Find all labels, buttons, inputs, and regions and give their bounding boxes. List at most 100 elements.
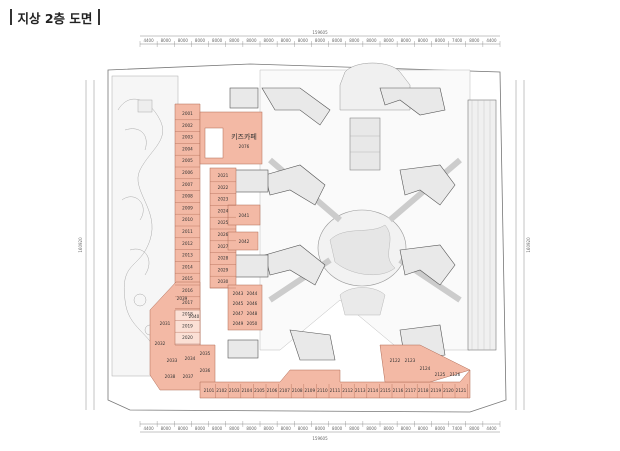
unit-label: 2120 bbox=[443, 388, 454, 393]
unit-label: 2101 bbox=[204, 388, 215, 393]
unit-label: 2102 bbox=[216, 388, 227, 393]
bottom-segment-dim: 8000 bbox=[298, 426, 309, 431]
unit-label: 2018 bbox=[182, 312, 193, 317]
unit-label: 2016 bbox=[182, 288, 193, 293]
unit-label: 2115 bbox=[380, 388, 391, 393]
unit-label: 2047 bbox=[233, 311, 244, 316]
unit-label: 2031 bbox=[160, 321, 171, 326]
bottom-segment-dim: 8000 bbox=[469, 426, 480, 431]
title-bar-right bbox=[98, 9, 100, 25]
unit-label: 2029 bbox=[218, 267, 229, 272]
top-segment-dim: 8000 bbox=[366, 38, 377, 43]
unit-label: 2003 bbox=[182, 135, 193, 140]
unit-label: 2046 bbox=[247, 301, 258, 306]
unit-label: 2104 bbox=[241, 388, 252, 393]
bottom-segment-dim: 7400 bbox=[452, 426, 463, 431]
right-dimension-chain: 160920 bbox=[515, 80, 531, 410]
unit-label: 2037 bbox=[183, 374, 194, 379]
unit-label: 2013 bbox=[182, 253, 193, 258]
unit-label: 2119 bbox=[430, 388, 441, 393]
title-bar-left bbox=[10, 9, 12, 25]
unit-label: 2017 bbox=[182, 300, 193, 305]
top-segment-dim: 8000 bbox=[383, 38, 394, 43]
unit-label: 2108 bbox=[292, 388, 303, 393]
residential-towers bbox=[227, 87, 456, 361]
unit-label: 2123 bbox=[405, 358, 416, 363]
unit-label: 2007 bbox=[182, 182, 193, 187]
unit-label: 2124 bbox=[420, 366, 431, 371]
left-total-dim: 160920 bbox=[78, 237, 83, 253]
bottom-segment-dim: 8000 bbox=[366, 426, 377, 431]
commercial-units bbox=[149, 103, 471, 399]
unit-label: 2002 bbox=[182, 123, 193, 128]
top-total-dim: 159605 bbox=[312, 30, 328, 35]
bottom-segment-dim: 8000 bbox=[435, 426, 446, 431]
kids-cafe-label: 키즈카페 bbox=[231, 132, 257, 141]
unit-label: 2033 bbox=[167, 358, 178, 363]
top-segment-dim: 4400 bbox=[143, 38, 154, 43]
unit-label: 2010 bbox=[182, 217, 193, 222]
unit-label: 2004 bbox=[182, 146, 193, 151]
bottom-segment-dim: 4400 bbox=[486, 426, 497, 431]
top-segment-dim: 8000 bbox=[161, 38, 172, 43]
unit-label: 2030 bbox=[218, 279, 229, 284]
bottom-segment-dim: 8000 bbox=[281, 426, 292, 431]
unit-label: 2049 bbox=[233, 321, 244, 326]
unit-label: 2114 bbox=[367, 388, 378, 393]
bottom-segment-dim: 8000 bbox=[349, 426, 360, 431]
bottom-segment-dim: 8000 bbox=[263, 426, 274, 431]
unit-label: 2118 bbox=[418, 388, 429, 393]
top-segment-dim: 8000 bbox=[401, 38, 412, 43]
kids-cafe-number: 2076 bbox=[239, 144, 250, 149]
unit-label: 2043 bbox=[233, 291, 244, 296]
unit-label: 2048 bbox=[247, 311, 258, 316]
bottom-segment-dim: 8000 bbox=[178, 426, 189, 431]
unit-label: 2125 bbox=[435, 372, 446, 377]
unit-label: 2020 bbox=[182, 335, 193, 340]
unit-label: 2021 bbox=[218, 173, 229, 178]
unit-label: 2011 bbox=[182, 229, 193, 234]
unit-label: 2109 bbox=[304, 388, 315, 393]
top-segment-dim: 8000 bbox=[315, 38, 326, 43]
unit-label: 2041 bbox=[239, 213, 250, 218]
unit-label: 2121 bbox=[456, 388, 467, 393]
top-segment-dim: 8000 bbox=[469, 38, 480, 43]
top-segment-dim: 8000 bbox=[212, 38, 223, 43]
unit-label: 2111 bbox=[330, 388, 341, 393]
unit-label: 2042 bbox=[239, 239, 250, 244]
unit-label: 2107 bbox=[279, 388, 290, 393]
unit-label: 2050 bbox=[247, 321, 258, 326]
bottom-segment-dim: 8000 bbox=[246, 426, 257, 431]
unit-label: 2038 bbox=[165, 374, 176, 379]
page-title-group: 지상 2층 도면 bbox=[10, 6, 100, 28]
bottom-segment-dim: 8000 bbox=[195, 426, 206, 431]
top-segment-dim: 8000 bbox=[246, 38, 257, 43]
left-dimension-chain: 160920 bbox=[78, 80, 95, 410]
unit-label: 2110 bbox=[317, 388, 328, 393]
top-segment-dim: 8000 bbox=[195, 38, 206, 43]
unit-label: 2028 bbox=[218, 256, 229, 261]
unit-label: 2112 bbox=[342, 388, 353, 393]
unit-label: 2026 bbox=[218, 232, 229, 237]
unit-label: 2036 bbox=[200, 368, 211, 373]
top-segment-dim: 8000 bbox=[418, 38, 429, 43]
unit-label: 2014 bbox=[182, 264, 193, 269]
unit-label: 2122 bbox=[390, 358, 401, 363]
bottom-segment-dim: 8000 bbox=[229, 426, 240, 431]
unit-label: 2027 bbox=[218, 244, 229, 249]
bottom-segment-dim: 8000 bbox=[418, 426, 429, 431]
top-segment-dim: 8000 bbox=[435, 38, 446, 43]
commercial-inner-white bbox=[174, 127, 224, 346]
bottom-segment-dim: 8000 bbox=[315, 426, 326, 431]
unit-label: 2040 bbox=[189, 314, 200, 319]
unit-label: 2024 bbox=[218, 208, 229, 213]
page-title: 지상 2층 도면 bbox=[17, 10, 93, 26]
unit-label: 2025 bbox=[218, 220, 229, 225]
right-total-dim: 160920 bbox=[526, 237, 531, 253]
unit-label: 2022 bbox=[218, 185, 229, 190]
unit-label: 2019 bbox=[182, 323, 193, 328]
bottom-segment-dim: 8000 bbox=[161, 426, 172, 431]
bottom-total-dim: 159605 bbox=[312, 436, 328, 441]
bottom-segment-dim: 4400 bbox=[143, 426, 154, 431]
top-segment-dim: 7400 bbox=[452, 38, 463, 43]
